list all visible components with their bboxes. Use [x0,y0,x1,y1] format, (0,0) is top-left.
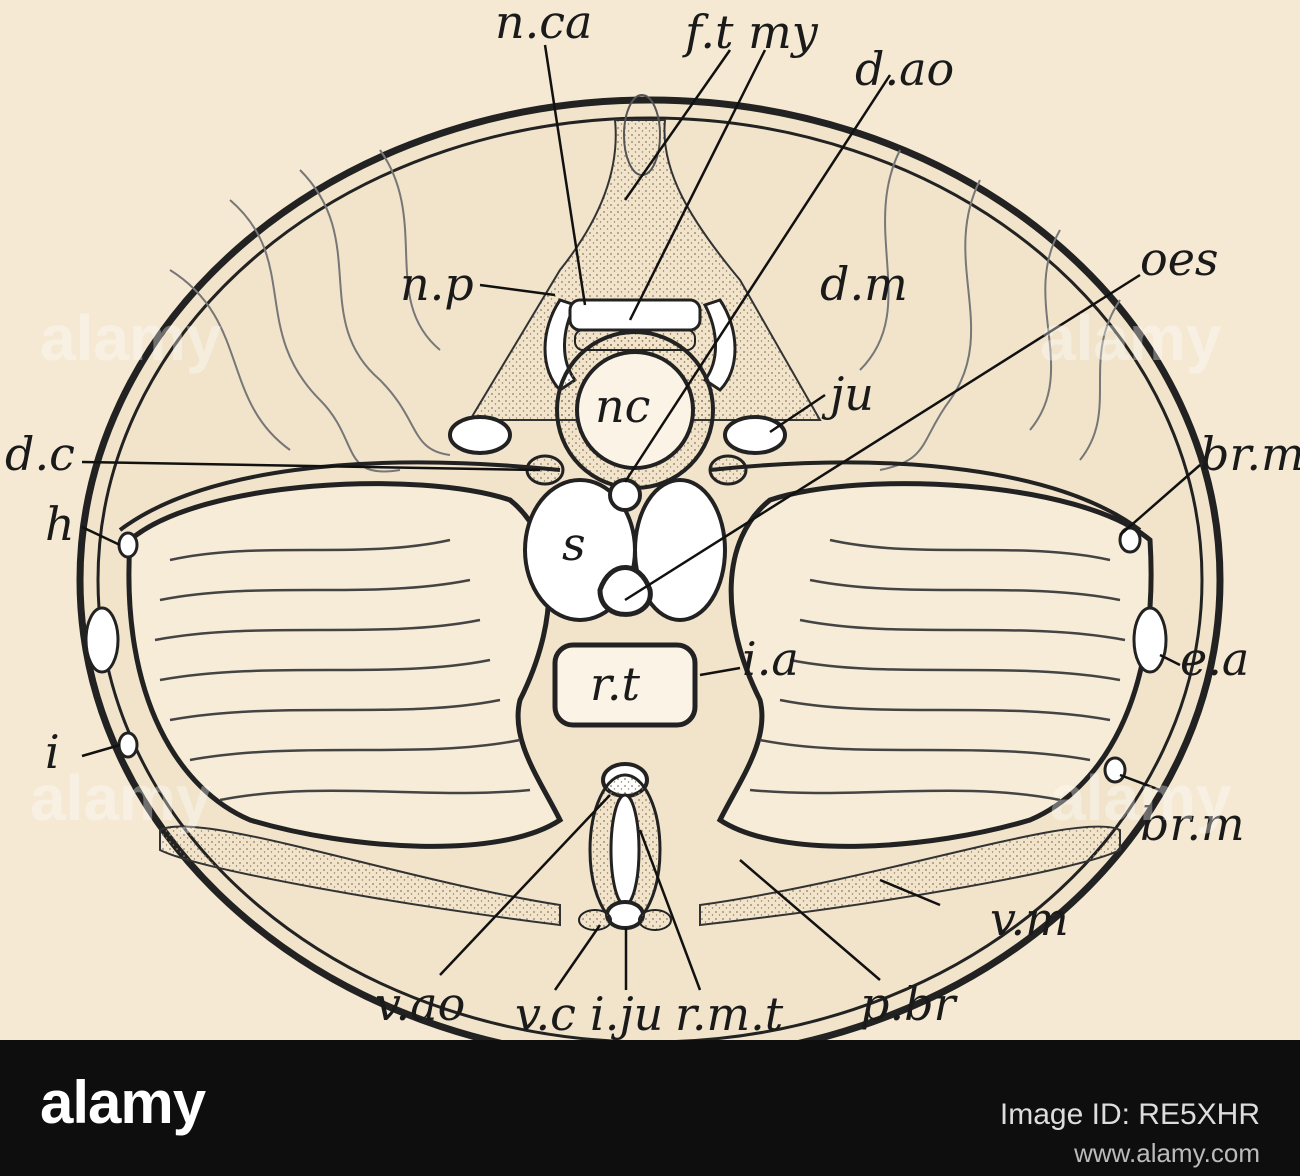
label-i: i [45,725,60,779]
dorsal-aorta [608,478,642,512]
label-vc: v.c [515,987,576,1040]
lateral-pit-left [84,606,120,674]
sinus-right [633,478,727,622]
label-ea: e.a [1180,632,1249,686]
label-np: n.p [400,257,474,311]
watermark-1: alamy [40,302,222,374]
rectus-muscle-inner [609,793,641,907]
label-rmt: r.m.t [675,987,784,1040]
rostral-tube [552,642,698,728]
label-dao: d.ao [855,42,954,96]
label-h: h [45,497,75,551]
structure-h [117,531,139,559]
label-iju: i.ju [590,987,663,1040]
watermark-2: alamy [1040,302,1222,374]
label-oes: oes [1140,232,1219,286]
jugular-left [448,415,512,455]
image-id-text: Image ID: RE5XHR [999,1098,1260,1131]
label-rt: r.t [590,657,641,711]
label-ftmy: f.t my [682,5,819,59]
label-dm: d.m [820,257,908,311]
footer-url-link[interactable]: www.alamy.com [1074,1138,1260,1168]
structure-i [117,731,139,759]
branchial-vessel-right-upper [1118,526,1142,554]
horizontal-septum-right [709,460,1142,532]
label-dc: d.c [5,427,75,481]
label-ju: ju [821,367,874,421]
label-vm: v.m [990,892,1069,946]
label-s: s [562,517,586,571]
watermark-4: alamy [1050,762,1232,834]
footer-bar: alamy Image ID: RE5XHR www.alamy.com [0,1040,1300,1176]
body-inner-outline [96,116,1204,1040]
inferior-jugular [605,900,645,930]
ventral-muscle-right [699,825,1121,927]
ventral-cardinal-right [638,909,672,931]
ventral-muscle-left [159,825,561,927]
ventral-cardinal-left [578,909,612,931]
gill-pouch-right [716,481,1154,849]
footer-logo[interactable]: alamy [40,1069,206,1136]
label-brm-upper: br.m [1200,427,1300,481]
label-brm-lower: br.m [1140,797,1245,851]
lateral-pit-right [1132,606,1168,674]
label-ia: i.a [742,632,799,686]
fibrous-band [568,298,702,332]
label-nc: nc [595,379,650,433]
anatomical-cross-section-figure: n.ca f.t my d.ao n.p d.m oes nc ju d.c b… [5,0,1300,1040]
label-pbr: p.br [860,977,959,1031]
jugular-right [723,415,787,455]
label-vao: v.ao [375,977,465,1031]
horizontal-septum-left [118,460,561,532]
watermark-3: alamy [30,762,212,834]
gill-pouch-left [126,481,564,849]
leader-lines [81,44,1201,991]
label-nca: n.ca [495,0,592,49]
oesophagus [597,565,653,617]
